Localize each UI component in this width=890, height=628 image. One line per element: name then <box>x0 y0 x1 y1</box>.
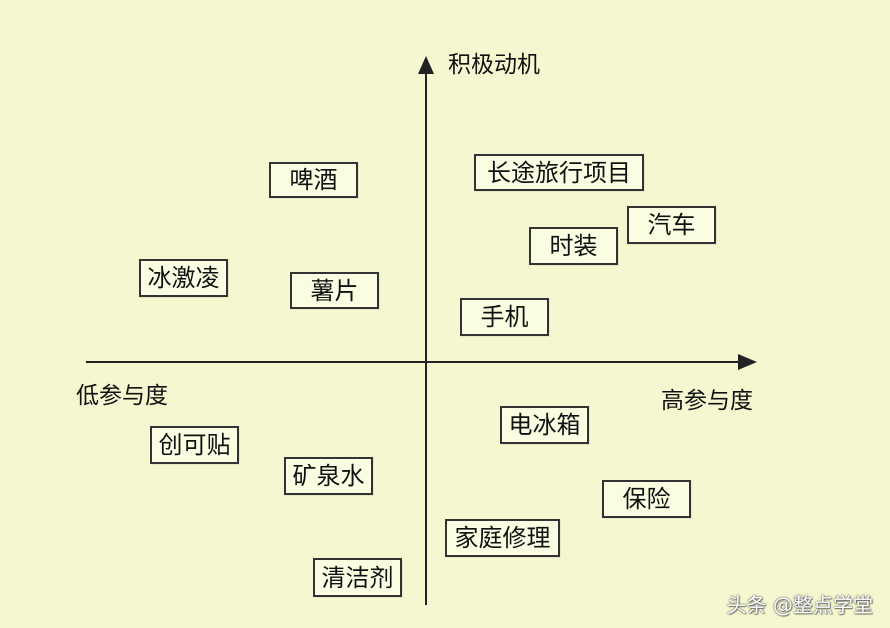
item-chips: 薯片 <box>290 272 379 309</box>
item-refrigerator: 电冰箱 <box>500 406 589 444</box>
x-axis-right-label: 高参与度 <box>661 388 753 414</box>
item-home-repair: 家庭修理 <box>445 519 560 557</box>
item-mineral-water: 矿泉水 <box>284 457 373 495</box>
item-ice-cream: 冰激凌 <box>139 259 228 297</box>
item-band-aid: 创可贴 <box>150 426 239 464</box>
item-detergent: 清洁剂 <box>313 558 402 597</box>
y-axis-top-label: 积极动机 <box>448 52 540 78</box>
x-axis-left-label: 低参与度 <box>76 383 168 409</box>
item-long-trip: 长途旅行项目 <box>474 154 644 191</box>
x-axis-arrowhead <box>738 354 757 370</box>
item-fashion: 时装 <box>529 227 618 265</box>
watermark-text: 头条 @整点学堂 <box>726 593 873 617</box>
item-beer: 啤酒 <box>269 162 358 198</box>
item-phone: 手机 <box>460 298 549 336</box>
y-axis-arrowhead <box>418 56 434 74</box>
item-insurance: 保险 <box>602 480 691 518</box>
item-car: 汽车 <box>627 206 716 244</box>
